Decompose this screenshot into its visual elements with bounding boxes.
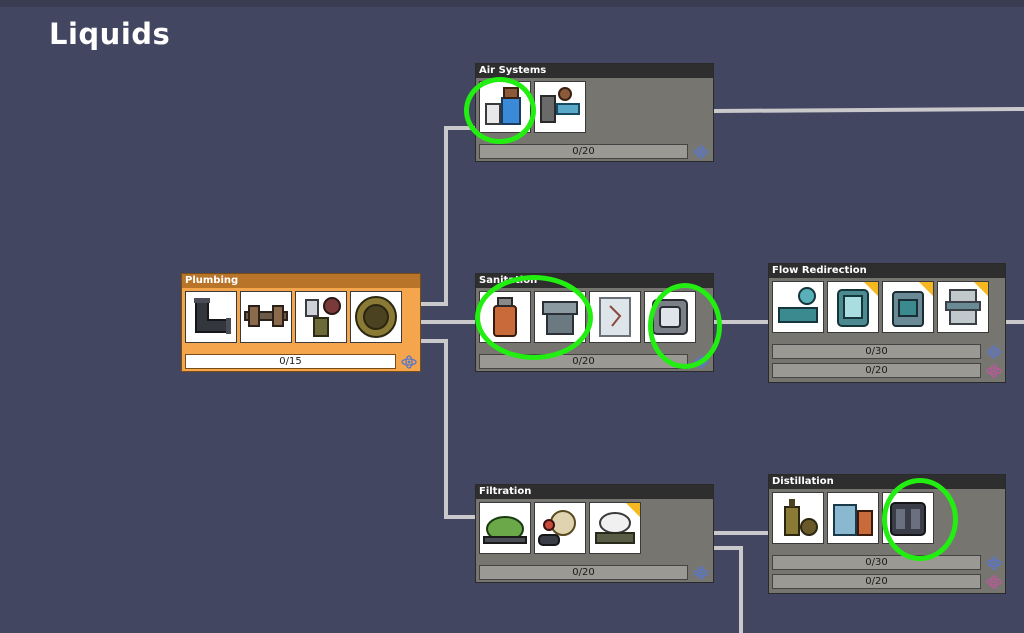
valve-icon [305,297,341,337]
tech-node-filtration[interactable]: Filtration 0/20 [475,484,714,583]
atom-icon [400,354,417,369]
atom-icon [985,574,1002,589]
wash-basin-icon [493,297,517,337]
item-liquid-tepidizer[interactable] [882,492,934,544]
atom-icon [985,555,1002,570]
pipe-icon [194,298,231,334]
tech-node-air-systems[interactable]: Air Systems 0/20 [475,63,714,162]
liquid-pump-icon [538,510,576,546]
section-title: Liquids [49,17,171,51]
item-pipe-bridge[interactable] [240,291,292,343]
shower-icon [652,299,688,335]
shutoff-icon [778,287,818,323]
gas-filter-icon [540,87,580,123]
new-badge [864,282,878,296]
research-progress: 0/20 [479,144,688,159]
item-liquid-meter[interactable] [827,281,879,333]
new-badge [974,282,988,296]
pipe-bridge-icon [244,305,288,327]
item-gas-pump[interactable] [479,81,531,133]
atom-icon [692,354,709,369]
item-pipe[interactable] [185,291,237,343]
connector-plumbing-air [421,126,475,306]
research-progress-secondary: 0/20 [772,363,981,378]
research-progress: 0/15 [185,354,396,369]
item-liquid-vent[interactable] [350,291,402,343]
node-title: Distillation [769,475,1005,489]
node-title: Sanitation [476,274,713,288]
atom-icon [985,363,1002,378]
tech-node-distillation[interactable]: Distillation 0/30 0/20 [768,474,1006,594]
research-progress-primary: 0/30 [772,344,981,359]
water-sieve-icon [595,512,635,544]
connector-filtration-offscreen [714,546,743,633]
atom-icon [692,565,709,580]
research-progress-secondary: 0/20 [772,574,981,589]
atom-icon [985,344,1002,359]
tech-node-sanitation[interactable]: Sanitation 0/20 [475,273,714,372]
sink-icon [599,297,631,337]
bridge-icon [945,289,981,325]
reservoir-icon [892,291,924,327]
tech-node-plumbing[interactable]: Plumbing [181,273,421,372]
item-water-distiller[interactable] [827,492,879,544]
research-progress: 0/20 [479,565,688,580]
item-sink[interactable] [589,291,641,343]
node-title: Flow Redirection [769,264,1005,278]
item-liquid-valve[interactable] [295,291,347,343]
item-liquid-pump[interactable] [534,502,586,554]
item-gas-filter[interactable] [534,81,586,133]
node-title: Filtration [476,485,713,499]
item-ethanol-distiller[interactable] [772,492,824,544]
lavatory-icon [542,301,578,335]
connector-plumbing-filtration [421,339,475,519]
item-liquid-shutoff[interactable] [772,281,824,333]
gas-pump-icon [485,87,521,125]
node-title: Air Systems [476,64,713,78]
distiller-icon [784,499,818,536]
item-liquid-bridge[interactable] [937,281,989,333]
liquid-filter-icon [483,516,527,544]
meter-icon [837,289,869,327]
top-edge-bar [0,0,1024,7]
water-distiller-icon [833,504,873,536]
tepidizer-icon [890,502,926,536]
atom-icon [692,144,709,159]
item-shower[interactable] [644,291,696,343]
new-badge [919,282,933,296]
item-liquid-reservoir[interactable] [882,281,934,333]
tech-node-flow-redirection[interactable]: Flow Redirection [768,263,1006,383]
item-liquid-filter[interactable] [479,502,531,554]
research-progress: 0/20 [479,354,688,369]
connector-air-offscreen [713,107,1024,113]
item-lavatory[interactable] [534,291,586,343]
item-water-sieve[interactable] [589,502,641,554]
research-progress-primary: 0/30 [772,555,981,570]
vent-icon [355,296,397,338]
item-wash-basin[interactable] [479,291,531,343]
new-badge [626,503,640,517]
node-title: Plumbing [182,274,420,288]
